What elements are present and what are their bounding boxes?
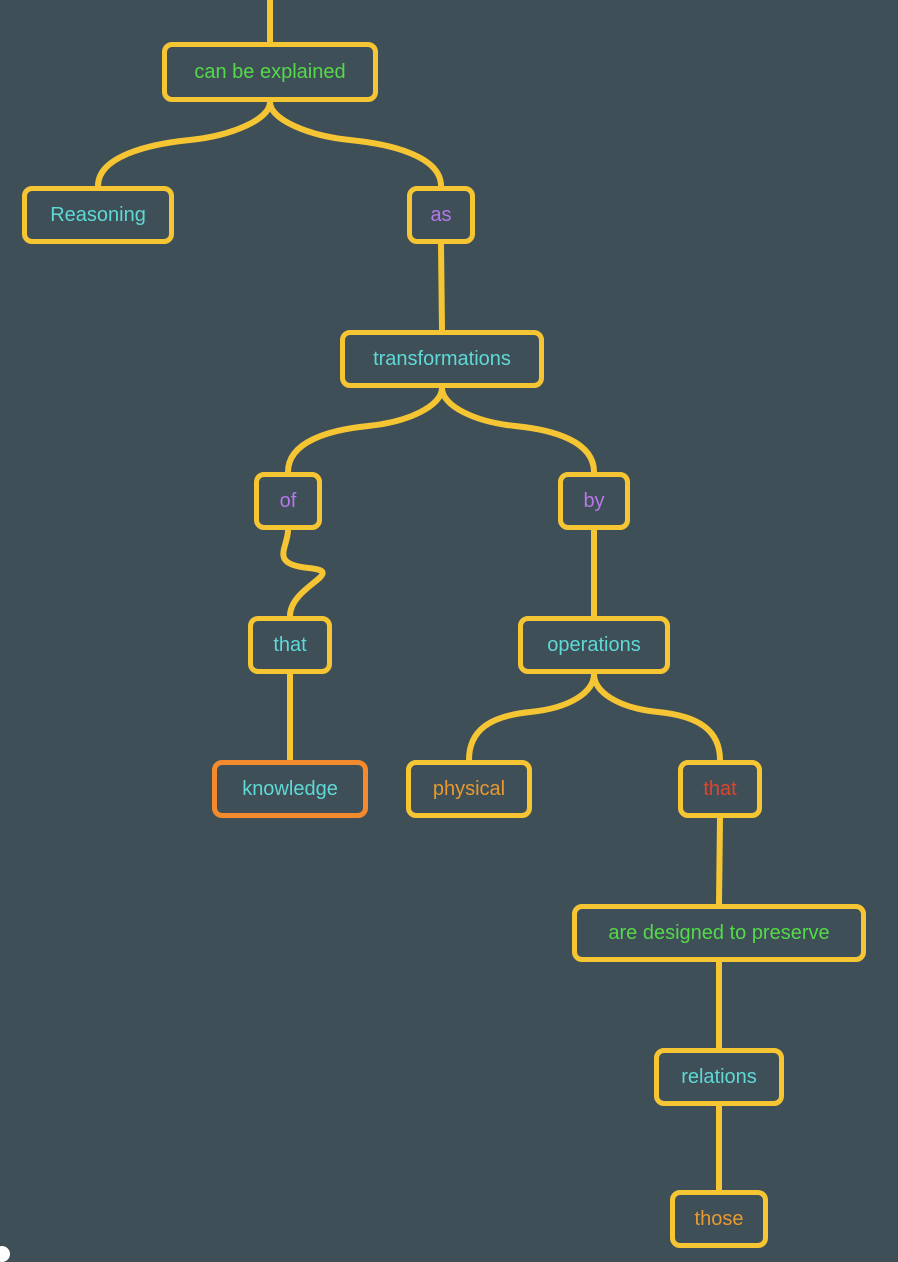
node-relations[interactable]: relations (654, 1048, 784, 1106)
edge-can-be-explained-to-reasoning (95, 99, 273, 189)
node-reasoning[interactable]: Reasoning (22, 186, 174, 244)
node-by[interactable]: by (558, 472, 630, 530)
node-those[interactable]: those (670, 1190, 768, 1248)
node-knowledge[interactable]: knowledge (212, 760, 368, 818)
edge-transformations-to-of (285, 385, 445, 475)
node-operations[interactable]: operations (518, 616, 670, 674)
node-can-be-explained[interactable]: can be explained (162, 42, 378, 102)
node-that-2[interactable]: that (678, 760, 762, 818)
corner-dot (0, 1246, 10, 1262)
node-of[interactable]: of (254, 472, 322, 530)
node-transformations[interactable]: transformations (340, 330, 544, 388)
edge-transformations-to-by (439, 385, 597, 475)
edge-of-to-that-1 (280, 527, 326, 619)
edge-can-be-explained-to-as (267, 99, 444, 189)
edge-operations-to-physical (466, 671, 597, 763)
edge-as-to-transformations (438, 241, 445, 333)
node-as[interactable]: as (407, 186, 475, 244)
node-physical[interactable]: physical (406, 760, 532, 818)
node-are-designed-to-preserve[interactable]: are designed to preserve (572, 904, 866, 962)
edge-operations-to-that-2 (591, 671, 723, 763)
edge-that-2-to-are-designed-to-preserve (716, 815, 723, 907)
node-that-1[interactable]: that (248, 616, 332, 674)
